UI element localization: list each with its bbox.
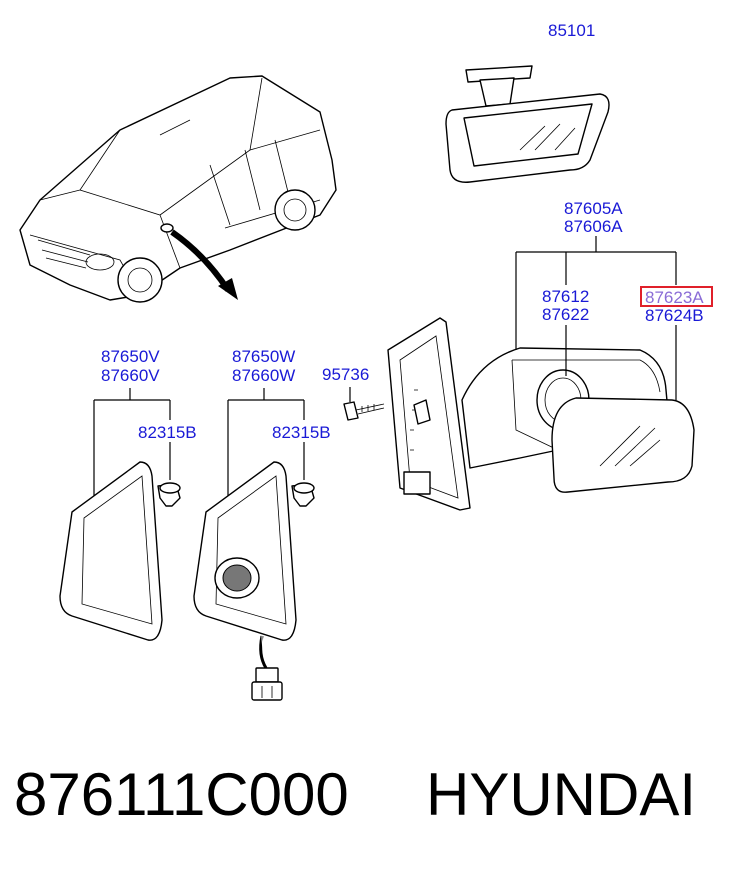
garnish-right [193, 388, 315, 701]
rearview-mirror [445, 65, 610, 183]
brand-name: HYUNDAI [426, 761, 697, 828]
label-82315b-left[interactable]: 82315B [138, 423, 197, 442]
label-87624b[interactable]: 87624B [645, 306, 704, 325]
label-87623a[interactable]: 87623A [645, 288, 704, 307]
car-illustration [19, 75, 337, 303]
mirror-leader-lines [515, 236, 677, 400]
label-87605a[interactable]: 87605A [564, 199, 623, 218]
label-87622[interactable]: 87622 [542, 305, 589, 324]
highlight-box [640, 286, 713, 307]
label-85101[interactable]: 85101 [548, 21, 595, 40]
garnish-left [59, 388, 181, 641]
footer: 876111C000 HYUNDAI [0, 760, 731, 840]
label-87660v[interactable]: 87660V [101, 366, 160, 385]
outside-mirror-assy [387, 317, 695, 511]
label-87650v[interactable]: 87650V [101, 347, 160, 366]
label-95736[interactable]: 95736 [322, 365, 369, 384]
label-87612[interactable]: 87612 [542, 287, 589, 306]
screw-95736 [343, 387, 385, 421]
part-labels: 85101 87605A 87606A 87612 87622 87623A 8… [101, 21, 713, 442]
label-87606a[interactable]: 87606A [564, 217, 623, 236]
label-87660w[interactable]: 87660W [232, 366, 295, 385]
part-number: 876111C000 [14, 761, 349, 828]
label-82315b-right[interactable]: 82315B [272, 423, 331, 442]
label-87650w[interactable]: 87650W [232, 347, 295, 366]
